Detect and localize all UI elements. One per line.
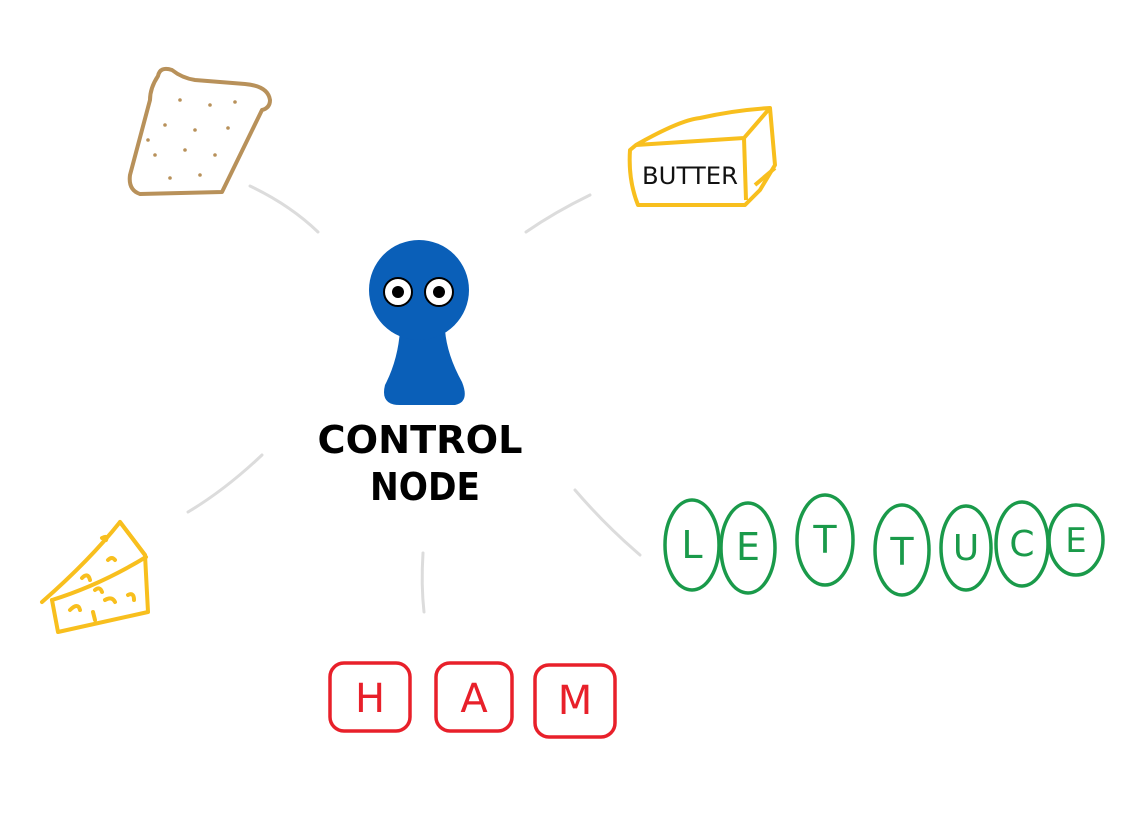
ham-letter-h: H	[328, 661, 412, 733]
svg-text:A: A	[460, 676, 488, 722]
lettuce-letters: L E T T U C E	[663, 493, 1105, 597]
connector-ham	[420, 551, 426, 614]
lettuce-letter-2: E	[719, 501, 777, 595]
lettuce-letter-7: E	[1047, 503, 1105, 577]
lettuce-letter-4: T	[873, 503, 931, 597]
lettuce-letter-1: L	[663, 498, 721, 592]
ham-letter-a: A	[434, 661, 514, 733]
ham-letter-m: M	[533, 663, 617, 739]
control-node-body	[384, 330, 465, 405]
svg-text:E: E	[736, 525, 760, 569]
svg-text:U: U	[953, 528, 979, 569]
lettuce-letter-6: C	[994, 500, 1050, 588]
svg-text:M: M	[558, 678, 593, 724]
ham-letters: H A M	[328, 661, 617, 739]
butter-label: BUTTER	[642, 162, 738, 190]
connector-lettuce	[573, 488, 642, 557]
cheese-icon	[40, 520, 150, 634]
svg-text:E: E	[1065, 521, 1086, 561]
butter-icon	[627, 106, 777, 207]
control-node-label-line1: CONTROL	[318, 418, 523, 462]
connector-butter	[524, 193, 592, 234]
control-node-figure	[369, 240, 469, 405]
connector-cheese	[186, 453, 264, 514]
svg-text:C: C	[1009, 524, 1034, 565]
svg-text:L: L	[681, 523, 702, 567]
lettuce-letter-3: T	[795, 493, 855, 587]
control-node-label-line2: NODE	[370, 465, 480, 509]
lettuce-letter-5: U	[939, 504, 993, 592]
svg-text:T: T	[812, 518, 837, 562]
svg-text:T: T	[889, 530, 914, 574]
connector-bread	[248, 184, 320, 234]
bread-icon	[127, 66, 272, 196]
svg-text:H: H	[355, 676, 385, 722]
control-node-head	[369, 240, 469, 340]
